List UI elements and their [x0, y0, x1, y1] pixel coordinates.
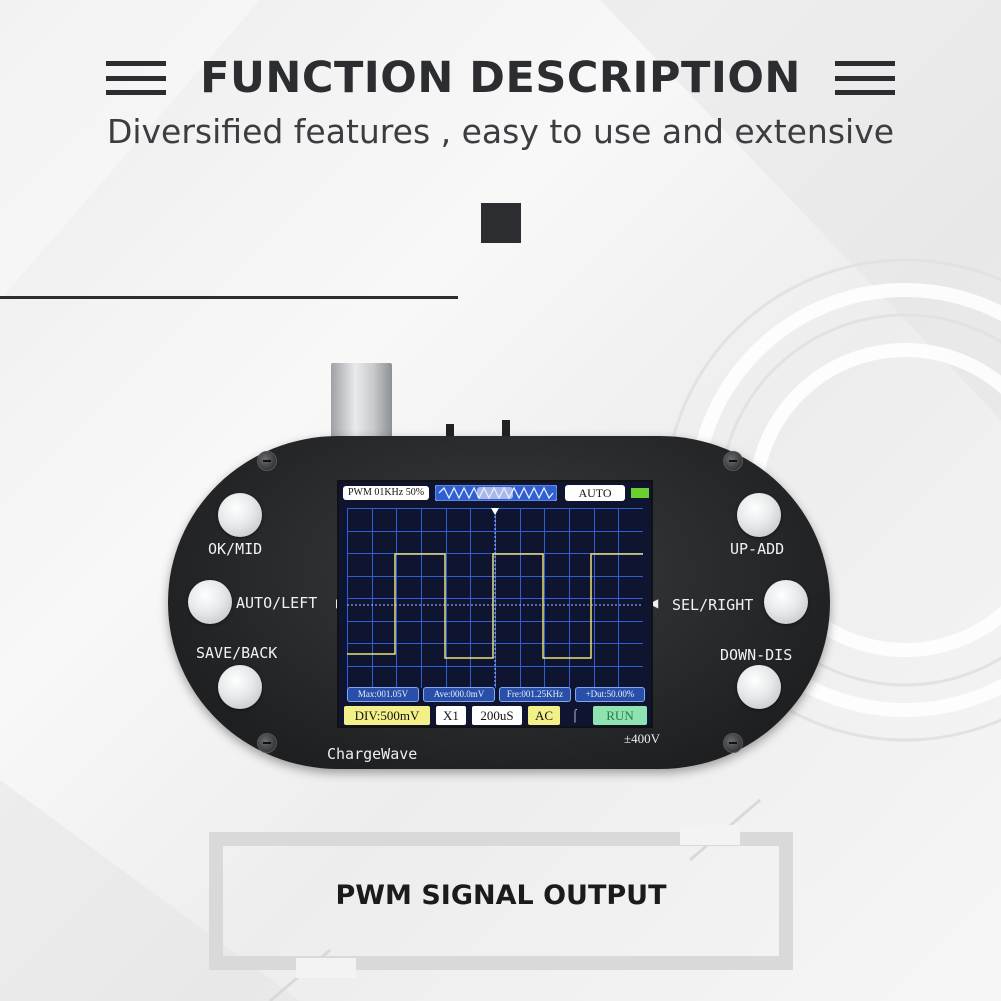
oscilloscope-screen: PWM 01KHz 50% AUTO Max:001.05V Ave:000.0…	[337, 480, 653, 728]
stat-frequency: Fre:001.25KHz	[499, 687, 571, 702]
ok-mid-button[interactable]	[218, 493, 262, 537]
stat-average: Ave:000.0mV	[423, 687, 495, 702]
stat-duty: +Dut:50.00%	[575, 687, 645, 702]
coupling-mode: AC	[528, 706, 560, 725]
auto-left-label: AUTO/LEFT	[236, 594, 318, 612]
oscilloscope-grid	[347, 508, 643, 688]
brand-label: ChargeWave	[327, 745, 418, 763]
screw-icon	[723, 733, 743, 753]
probe-multiplier: X1	[436, 706, 466, 725]
switch-knob	[502, 420, 510, 438]
screen-top-bar: PWM 01KHz 50% AUTO	[339, 482, 651, 504]
frame-gap	[296, 958, 356, 978]
volts-per-div: DIV:500mV	[344, 706, 430, 725]
screw-icon	[257, 733, 277, 753]
divider	[0, 296, 458, 299]
title-row: FUNCTION DESCRIPTION	[0, 48, 1001, 108]
frame-gap	[680, 825, 740, 845]
caption-text: PWM SIGNAL OUTPUT	[335, 880, 667, 911]
battery-icon	[631, 488, 649, 498]
square-icon	[481, 203, 521, 243]
mode-badge: PWM 01KHz 50%	[343, 486, 429, 500]
down-dis-label: DOWN-DIS	[720, 646, 793, 664]
page-title: FUNCTION DESCRIPTION	[200, 53, 801, 103]
trigger-mode-badge: AUTO	[565, 485, 625, 501]
up-add-button[interactable]	[737, 493, 781, 537]
stat-max: Max:001.05V	[347, 687, 419, 702]
run-state: RUN	[593, 706, 647, 725]
save-back-button[interactable]	[218, 665, 262, 709]
menu-lines-icon	[834, 61, 895, 95]
screw-icon	[257, 451, 277, 471]
sel-right-button[interactable]	[764, 580, 808, 624]
waveform-preview-icon	[435, 485, 557, 501]
auto-left-button[interactable]	[188, 580, 232, 624]
page-subtitle: Diversified features , easy to use and e…	[106, 112, 895, 151]
ok-mid-label: OK/MID	[208, 540, 263, 558]
menu-lines-icon	[106, 61, 167, 95]
probe-connector	[331, 363, 392, 443]
timebase: 200uS	[472, 706, 522, 725]
down-dis-button[interactable]	[737, 665, 781, 709]
rising-edge-icon: ⌠	[571, 708, 579, 722]
switch-knob	[446, 424, 454, 442]
up-add-label: UP-ADD	[730, 540, 785, 558]
screw-icon	[723, 451, 743, 471]
sel-right-label: SEL/RIGHT	[672, 596, 754, 614]
save-back-label: SAVE/BACK	[196, 644, 278, 662]
voltage-rating: ±400V	[624, 731, 661, 746]
trigger-marker-icon	[491, 508, 499, 515]
trigger-level-arrow-icon: ◀	[649, 596, 659, 610]
signal-trace	[347, 553, 643, 659]
